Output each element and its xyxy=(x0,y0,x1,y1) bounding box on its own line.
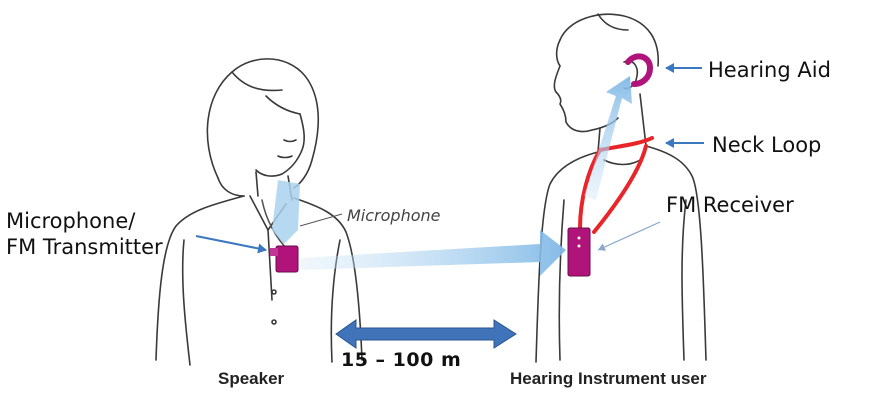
fm-receiver-dot xyxy=(578,245,581,248)
speaker-figure xyxy=(156,59,362,365)
microphone-pickup-cone xyxy=(272,180,300,244)
distance-arrow xyxy=(336,320,516,348)
microphone-pointer-line xyxy=(300,214,342,226)
speaker-label: Speaker xyxy=(218,369,284,389)
hearing-instrument-user-label: Hearing Instrument user xyxy=(510,369,707,389)
microphone-transmitter-label-line2: FM Transmitter xyxy=(6,234,163,260)
neck-loop-label: Neck Loop xyxy=(712,133,821,157)
microphone-transmitter-label-line1: Microphone/ xyxy=(6,208,163,234)
fm-transmitter-device xyxy=(276,246,298,272)
fm-receiver-pointer-arrow xyxy=(598,222,660,250)
microphone-transmitter-label: Microphone/ FM Transmitter xyxy=(6,208,163,260)
distance-label: 15 – 100 m xyxy=(341,349,461,371)
hearing-aid-label: Hearing Aid xyxy=(708,58,831,82)
microphone-label: Microphone xyxy=(347,206,440,225)
fm-receiver-label: FM Receiver xyxy=(666,193,794,217)
hearing-aid-device xyxy=(628,56,650,84)
fm-signal-beam xyxy=(300,230,566,276)
loop-to-ear-beam xyxy=(584,76,632,200)
fm-receiver-dot xyxy=(578,237,581,240)
hearing-user-figure xyxy=(536,14,706,362)
transmitter-pointer-arrow xyxy=(196,236,266,250)
fm-receiver-device xyxy=(568,228,590,276)
fm-transmitter-tab xyxy=(270,248,278,256)
